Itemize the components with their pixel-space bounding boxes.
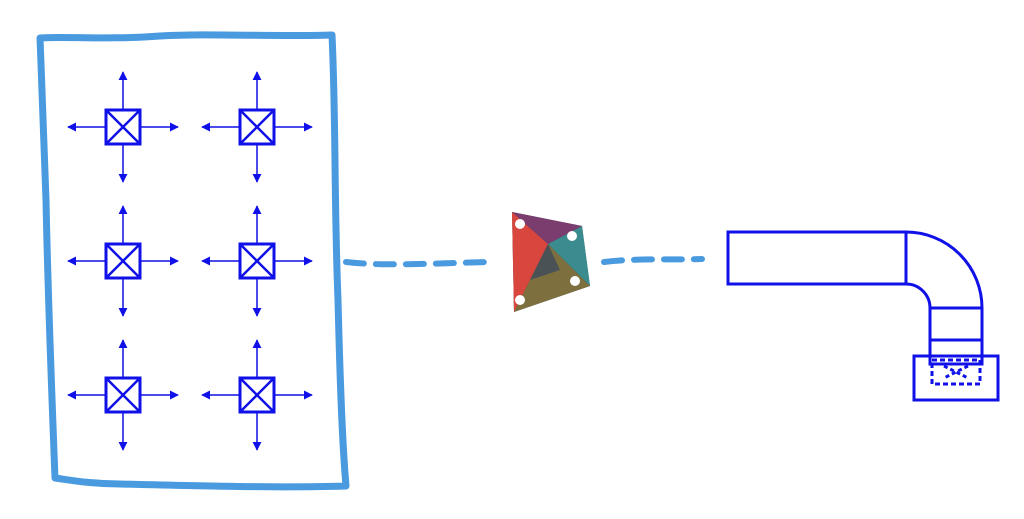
dynamo-logo (512, 212, 590, 312)
diffuser-grid (67, 71, 313, 451)
diffuser-unit (67, 71, 179, 183)
diffuser-unit (67, 205, 179, 317)
diffuser-cross-line (105, 109, 141, 145)
connector-left (343, 259, 491, 268)
diffuser-cross-line (105, 377, 141, 413)
diffuser-cross-line (105, 243, 141, 279)
sketch-frame (36, 31, 350, 491)
diffuser-cross-line (239, 109, 275, 145)
diffuser-unit (67, 339, 179, 451)
connector-right (601, 256, 705, 265)
diffuser-unit (201, 339, 313, 451)
diffuser-cross-line (239, 377, 275, 413)
diffuser-unit (201, 71, 313, 183)
diffuser-cross-line (239, 243, 275, 279)
duct-elbow (726, 230, 1000, 402)
diffuser-unit (201, 205, 313, 317)
